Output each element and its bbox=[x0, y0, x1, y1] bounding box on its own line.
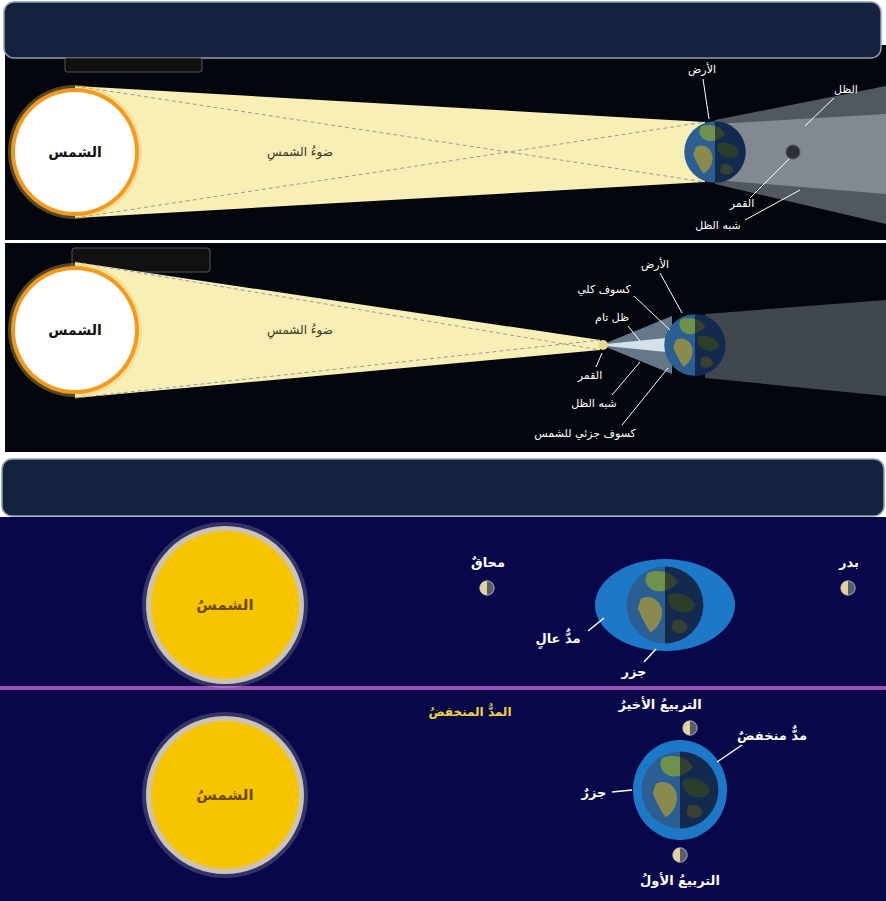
solar-eclipse-panel-part-part bbox=[628, 326, 640, 341]
solar-eclipse-panel-part bbox=[705, 300, 886, 396]
lunar-eclipse-panel-part bbox=[684, 121, 745, 182]
spring-tide-panel bbox=[0, 517, 886, 687]
moon-phase-label: محاقٌ bbox=[471, 555, 505, 571]
solar-eclipse-panel-part bbox=[598, 340, 608, 350]
spring-tide-panel-part bbox=[0, 517, 886, 687]
neap-tide-panel-part bbox=[642, 752, 719, 829]
sun-disc bbox=[8, 85, 142, 219]
neap-tide-panel-part bbox=[0, 690, 886, 901]
neap-tide-panel-part bbox=[633, 740, 727, 840]
moon-phase-label: التربيعُ الأخيرُ bbox=[618, 697, 701, 713]
neap-tide-panel-part-part bbox=[717, 745, 742, 762]
total-eclipse-label: كسوف كلي bbox=[577, 283, 631, 296]
umbra-label: الظل bbox=[834, 83, 858, 96]
sun-disc bbox=[151, 531, 299, 679]
light-label: ضوءُ الشمسِ bbox=[267, 323, 333, 337]
sun-node: الشمسُ bbox=[141, 711, 309, 879]
solar-eclipse-panel-part bbox=[5, 243, 886, 452]
sun-label: الشمسُ bbox=[196, 596, 253, 614]
sun-label: الشمس bbox=[48, 322, 101, 338]
sun-label: الشمسُ bbox=[196, 786, 253, 804]
umbra-label: ظل تام bbox=[595, 311, 629, 324]
neap-tide-panel-part bbox=[683, 721, 697, 735]
solar-eclipse-panel-part bbox=[75, 262, 600, 398]
neap-tide-label: مدٌّ منخفضٌ bbox=[737, 728, 807, 744]
sun-disc bbox=[15, 270, 135, 390]
moon-label: القمر bbox=[730, 197, 754, 210]
moon-phase-label: التربيعُ الأولُ bbox=[640, 873, 720, 889]
neap-tide-panel-part-part bbox=[612, 790, 632, 792]
solar-eclipse-panel-part-part bbox=[622, 368, 668, 425]
partial-eclipse-label: كسوف جزئي للشمس bbox=[534, 427, 635, 440]
solar-eclipse-panel-part bbox=[75, 340, 600, 398]
solar-eclipse-panel-part bbox=[664, 314, 725, 375]
sun-disc bbox=[142, 522, 308, 688]
neap-tide-panel bbox=[0, 690, 886, 901]
lunar-eclipse-panel bbox=[5, 45, 886, 240]
sun-disc bbox=[15, 92, 135, 212]
lunar-eclipse-panel-part bbox=[75, 86, 705, 218]
spring-tide-panel-part bbox=[480, 581, 494, 595]
sun-disc bbox=[8, 263, 142, 397]
lunar-eclipse-panel-part bbox=[703, 79, 834, 220]
sun-node: الشمسُ bbox=[141, 521, 309, 689]
neap-tide-panel-part bbox=[612, 745, 742, 792]
sun-disc bbox=[151, 721, 299, 869]
earth-label: الأرض bbox=[641, 258, 669, 271]
solar-eclipse-panel-part bbox=[606, 338, 666, 352]
sun-disc bbox=[11, 88, 139, 216]
solar-eclipse-panel-part bbox=[606, 316, 672, 374]
lunar-eclipse-panel-part-part bbox=[750, 159, 789, 198]
solar-eclipse-panel-part bbox=[75, 262, 600, 350]
light-label: ضوءُ الشمسِ bbox=[267, 145, 333, 159]
moon-phase-label: بدر bbox=[839, 555, 859, 571]
lunar-eclipse-panel-part-part bbox=[703, 79, 709, 119]
sun-label: الشمس bbox=[48, 144, 101, 160]
low-tide-label: جزرٌ bbox=[582, 785, 607, 801]
sun-node: الشمس bbox=[7, 262, 143, 398]
sun-node: الشمس bbox=[7, 84, 143, 220]
sun-disc bbox=[11, 266, 139, 394]
divider-line bbox=[0, 686, 886, 690]
solar-eclipse-panel bbox=[5, 243, 886, 452]
spring-tide-panel-part-part bbox=[644, 649, 656, 662]
spring-tide-panel-part bbox=[595, 559, 735, 651]
sun-disc bbox=[142, 712, 308, 878]
neap-tide-panel-part bbox=[673, 848, 687, 862]
penumbra-label: شبه الظل bbox=[571, 397, 617, 410]
earth-label: الأرض bbox=[688, 63, 716, 76]
section-note: المدُّ المنخفضُ bbox=[429, 705, 512, 719]
header-bar bbox=[4, 2, 881, 58]
spring-tide-panel-part-part bbox=[588, 618, 604, 631]
sun-disc bbox=[146, 526, 304, 684]
solar-eclipse-panel-part-part bbox=[612, 362, 640, 395]
lunar-eclipse-panel-part bbox=[75, 86, 705, 182]
lunar-eclipse-panel-part bbox=[5, 45, 886, 240]
sun-disc bbox=[146, 716, 304, 874]
solar-eclipse-panel-part-part bbox=[634, 296, 670, 330]
spring-tide-panel-part bbox=[627, 567, 704, 644]
header-bar bbox=[2, 459, 884, 516]
solar-eclipse-panel-part-part bbox=[596, 353, 602, 367]
penumbra-label: شبه الظل bbox=[695, 219, 741, 232]
lunar-eclipse-panel-part bbox=[75, 122, 705, 218]
lunar-eclipse-panel-part bbox=[786, 145, 800, 159]
spring-tide-panel-part bbox=[588, 618, 656, 662]
label-box bbox=[65, 58, 202, 72]
spring-tide-panel-part bbox=[841, 581, 855, 595]
moon-label: القمر bbox=[578, 369, 602, 382]
low-tide-label: جزر bbox=[622, 664, 647, 680]
high-tide-label: مدٌّ عالٍ bbox=[535, 631, 580, 647]
solar-eclipse-panel-part-part bbox=[660, 273, 682, 313]
lunar-eclipse-panel-part-part bbox=[805, 98, 834, 126]
